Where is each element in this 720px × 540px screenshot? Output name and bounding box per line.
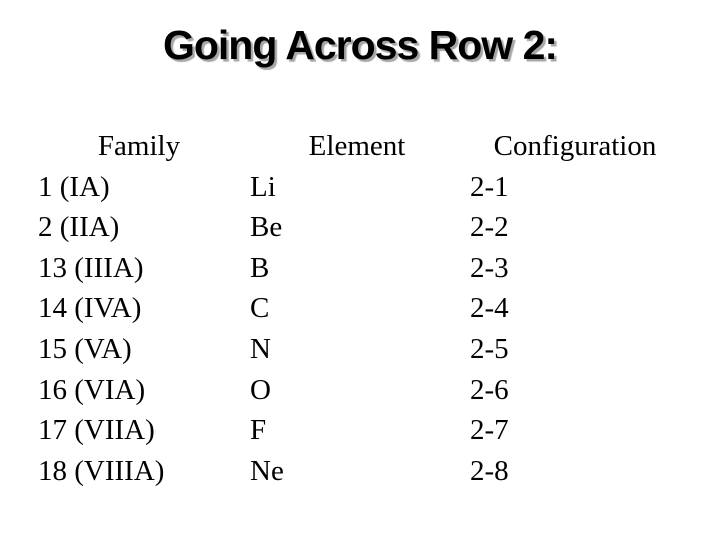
table-cell-family: 17 (VIIA) (38, 414, 155, 447)
column-header-element: Element (308, 130, 406, 162)
table-cell-configuration: 2-4 (470, 292, 509, 325)
table-cell-family: 13 (IIIA) (38, 251, 144, 284)
column-family: Family 1 (IA) 2 (IIA) 13 (IIIA) 14 (IVA)… (38, 126, 240, 491)
table-cell-configuration: 2-7 (470, 414, 509, 447)
table-cell-configuration: 2-6 (470, 373, 509, 406)
table-cell-element: C (250, 292, 270, 325)
table-cell-configuration: 2-5 (470, 332, 509, 365)
table-cell-configuration: 2-3 (470, 251, 509, 284)
table-cell-configuration: 2-8 (470, 454, 509, 487)
table-cell-configuration: 2-1 (470, 170, 509, 203)
table-cell-family: 14 (IVA) (38, 292, 142, 325)
table-cell-element: Li (250, 170, 276, 203)
table-cell-family: 16 (VIA) (38, 373, 146, 406)
table-cell-family: 2 (IIA) (38, 211, 120, 244)
column-header-configuration: Configuration (493, 130, 657, 162)
column-element: Element Li Be B C N O F Ne (250, 126, 464, 491)
column-header-family: Family (97, 130, 181, 162)
table-cell-family: 15 (VA) (38, 332, 132, 365)
table-cell-element: Ne (250, 454, 284, 487)
table-cell-family: 18 (VIIIA) (38, 454, 165, 487)
table-cell-configuration: 2-2 (470, 211, 509, 244)
table-cell-element: F (250, 414, 267, 447)
table-cell-element: N (250, 332, 271, 365)
table-cell-element: B (250, 251, 270, 284)
table-cell-family: 1 (IA) (38, 170, 110, 203)
table-cell-element: Be (250, 211, 283, 244)
column-configuration: Configuration 2-1 2-2 2-3 2-4 2-5 2-6 2-… (470, 126, 680, 491)
table-cell-element: O (250, 373, 271, 406)
slide-title: Going Across Row 2: (162, 22, 558, 68)
